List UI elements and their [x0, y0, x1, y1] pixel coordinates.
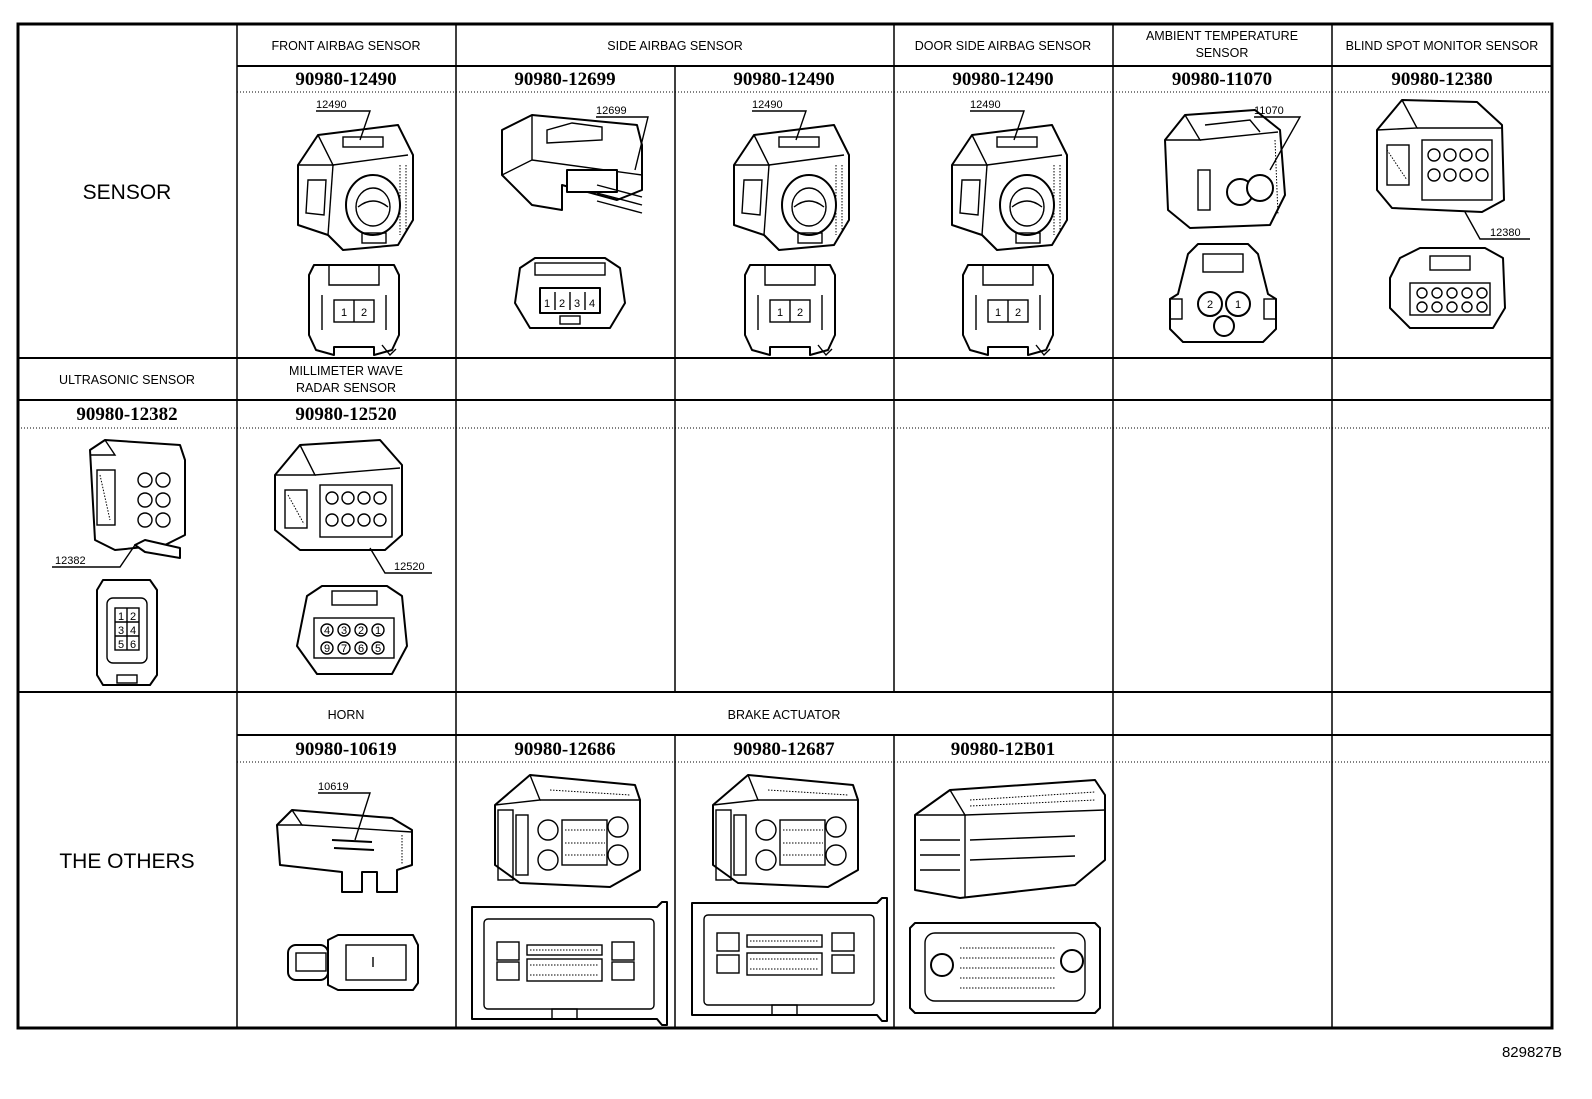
pin-number: 1 — [341, 307, 347, 319]
connector-drawing — [951, 124, 1068, 251]
col-title-ambient-l1: AMBIENT TEMPERATURE — [1146, 29, 1298, 43]
callout-leader — [52, 544, 136, 568]
pin-number: 1 — [1235, 299, 1241, 311]
pin-number: 1 — [375, 625, 381, 637]
part-number: 90980-12490 — [952, 69, 1053, 90]
pin-number: 1 — [118, 611, 124, 623]
callout-leader — [1254, 116, 1302, 171]
connector-face-drawing — [962, 264, 1054, 356]
connector-drawing — [274, 439, 403, 551]
callout-leader — [1464, 211, 1530, 240]
part-number: 90980-12686 — [514, 739, 615, 760]
callout-leader — [752, 110, 807, 141]
part-number: 90980-12380 — [1391, 69, 1492, 90]
connector-drawing — [297, 124, 414, 251]
pin-number: 4 — [130, 625, 136, 637]
pin-number: 2 — [1207, 299, 1213, 311]
part-number: 90980-12490 — [733, 69, 834, 90]
pin-number: 5 — [375, 643, 381, 655]
col-title-front-airbag: FRONT AIRBAG SENSOR — [271, 39, 420, 53]
col-title-horn: HORN — [328, 708, 365, 722]
col-title-blind-spot: BLIND SPOT MONITOR SENSOR — [1346, 39, 1539, 53]
pin-number: 6 — [358, 643, 364, 655]
pin-number: 2 — [361, 307, 367, 319]
connector-face-drawing — [909, 922, 1101, 1014]
callout-leader — [596, 116, 649, 171]
part-number: 90980-12382 — [76, 404, 177, 425]
connector-drawing — [733, 124, 850, 251]
part-number: 90980-12B01 — [951, 739, 1056, 760]
connector-drawing — [494, 774, 641, 888]
pin-number: 9 — [324, 643, 330, 655]
col-title-side-airbag: SIDE AIRBAG SENSOR — [607, 39, 742, 53]
pin-number: 2 — [130, 611, 136, 623]
pin-number: 3 — [574, 298, 580, 310]
figure-id: 829827B — [1501, 1044, 1562, 1061]
col-title-radar-l1: MILLIMETER WAVE — [289, 364, 403, 378]
pin-number: 6 — [130, 639, 136, 651]
callout-label: 12490 — [752, 99, 783, 111]
part-number: 90980-10619 — [295, 739, 396, 760]
connector-face-drawing — [471, 901, 668, 1026]
part-number: 90980-12490 — [295, 69, 396, 90]
connector-face-drawing — [287, 934, 419, 991]
part-number: 90980-12687 — [733, 739, 835, 760]
connector-drawing — [1376, 99, 1505, 213]
callout-leader — [369, 547, 432, 574]
pin-number: 7 — [341, 643, 347, 655]
connector-face-drawing — [308, 264, 400, 356]
callout-label: 12699 — [596, 105, 627, 117]
part-number: 90980-12699 — [514, 69, 615, 90]
callout-label: 12380 — [1490, 227, 1521, 239]
col-title-ultrasonic: ULTRASONIC SENSOR — [59, 373, 195, 387]
pin-number: 3 — [341, 625, 347, 637]
pin-number: 5 — [118, 639, 124, 651]
connector-face-drawing — [96, 579, 158, 686]
pin-number: 2 — [797, 307, 803, 319]
connector-drawing — [914, 779, 1106, 899]
connector-face-drawing — [1169, 243, 1277, 343]
pin-number: 1 — [777, 307, 783, 319]
callout-label: 10619 — [318, 781, 349, 793]
pin-number: 2 — [358, 625, 364, 637]
connector-drawing — [712, 774, 859, 888]
part-number: 90980-12520 — [295, 404, 396, 425]
connector-face-drawing — [1389, 247, 1506, 329]
col-title-door-side-airbag: DOOR SIDE AIRBAG SENSOR — [915, 39, 1091, 53]
pin-number: 4 — [589, 298, 595, 310]
connector-face-drawing — [744, 264, 836, 356]
pin-number: 2 — [1015, 307, 1021, 319]
pin-number: 4 — [324, 625, 330, 637]
connector-drawing — [1164, 109, 1286, 229]
row-label-others: THE OTHERS — [59, 850, 194, 873]
connector-drawing — [89, 439, 186, 559]
part-number: 90980-11070 — [1172, 69, 1272, 90]
callout-label: 12520 — [394, 561, 425, 573]
connector-drawing — [276, 809, 413, 893]
col-title-radar-l2: RADAR SENSOR — [296, 381, 396, 395]
callout-label: 12490 — [970, 99, 1001, 111]
pin-number: 3 — [118, 625, 124, 637]
pin-number: 1 — [544, 298, 550, 310]
connector-drawing — [501, 114, 643, 214]
callout-label: 12382 — [55, 555, 86, 567]
connector-face-drawing — [514, 257, 626, 329]
col-title-brake-actuator: BRAKE ACTUATOR — [728, 708, 841, 722]
callout-leader — [318, 792, 371, 841]
callout-label: 12490 — [316, 99, 347, 111]
col-title-ambient-l2: SENSOR — [1196, 46, 1249, 60]
callout-label: 11070 — [1254, 105, 1284, 117]
pin-number: 2 — [559, 298, 565, 310]
pin-number: 1 — [995, 307, 1001, 319]
callout-leader — [970, 110, 1025, 141]
connector-face-drawing — [691, 897, 888, 1022]
connector-face-drawing — [296, 585, 408, 675]
row-label-sensor: SENSOR — [83, 181, 172, 204]
callout-leader — [316, 110, 371, 141]
